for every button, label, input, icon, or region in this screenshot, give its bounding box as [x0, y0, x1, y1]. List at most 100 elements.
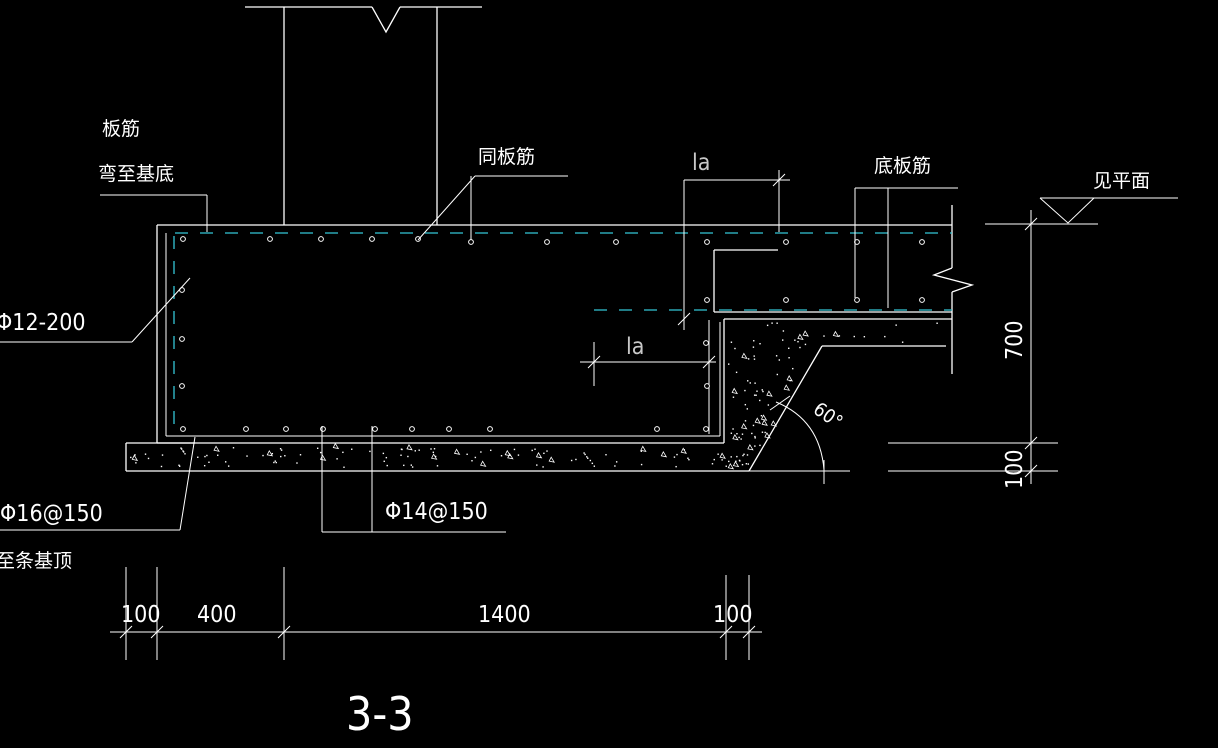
hatch-mark	[754, 417, 762, 424]
hatch-mark	[730, 456, 732, 458]
hatch-mark	[742, 454, 744, 457]
hatch-mark	[178, 464, 180, 466]
hatch-mark	[480, 460, 487, 467]
hatch-mark	[161, 454, 164, 456]
rebar-dot	[783, 239, 789, 245]
hatch-mark	[400, 454, 402, 456]
hatch-mark	[418, 449, 420, 451]
hatch-mark	[130, 456, 132, 459]
hatch-mark	[936, 322, 938, 324]
concrete-hatch	[130, 322, 938, 470]
hatch-mark	[901, 341, 904, 343]
hatch-mark	[184, 453, 186, 455]
rebar-dot	[783, 297, 789, 303]
hatch-mark	[761, 419, 768, 426]
hatch-mark	[853, 335, 855, 338]
hatch-mark	[764, 431, 766, 434]
hatch-mark	[517, 454, 520, 456]
hatch-mark	[319, 454, 327, 461]
label-same-as-slab: 同板筋	[478, 146, 535, 168]
rebar-dot	[704, 383, 710, 389]
hatch-mark	[224, 461, 227, 463]
hatch-mark	[747, 444, 754, 451]
label-la-mid: la	[626, 334, 644, 360]
hatch-mark	[640, 445, 647, 452]
rebar-dot	[446, 426, 452, 432]
hatch-mark	[735, 371, 738, 374]
hatch-mark	[134, 454, 136, 456]
hatch-mark	[206, 454, 208, 457]
hatch-mark	[213, 445, 220, 452]
hatch-mark	[782, 330, 785, 332]
hatch-mark	[736, 455, 738, 458]
hatch-mark	[797, 333, 804, 341]
hatch-mark	[725, 465, 727, 467]
rebar-dot	[703, 426, 709, 432]
hatch-mark	[589, 459, 592, 462]
hatch-mark	[640, 463, 643, 466]
hatch-mark	[474, 456, 477, 459]
hatch-mark	[542, 466, 544, 468]
hatch-mark	[735, 460, 737, 462]
hatch-mark	[614, 465, 616, 467]
hatch-mark	[863, 335, 866, 338]
hatch-mark	[147, 457, 150, 460]
label-see-plan: 见平面	[1093, 170, 1150, 192]
hatch-mark	[407, 455, 409, 458]
hatch-mark	[754, 437, 756, 439]
hatch-mark	[747, 358, 750, 360]
hatch-mark	[386, 464, 388, 467]
hatch-mark	[296, 462, 298, 464]
hatch-mark	[676, 453, 678, 456]
hatch-mark	[734, 347, 736, 350]
hatch-mark	[197, 456, 199, 458]
hatch-mark	[548, 456, 555, 463]
hatch-mark	[746, 454, 749, 456]
hatch-mark	[587, 457, 589, 459]
hatch-mark	[675, 465, 677, 468]
hatch-mark	[736, 433, 738, 435]
hatch-mark	[316, 447, 319, 449]
hatch-mark	[273, 461, 275, 464]
hatch-mark	[740, 438, 742, 440]
hatch-mark	[789, 379, 791, 382]
rebar-dot	[919, 239, 925, 245]
rebar-dot	[704, 239, 710, 245]
hatch-mark	[778, 359, 781, 361]
hatch-mark	[280, 449, 283, 451]
hatch-mark	[284, 455, 286, 457]
hatch-mark	[385, 456, 388, 459]
hatch-mark	[753, 355, 755, 357]
hatch-mark	[275, 461, 277, 464]
hatch-mark	[343, 466, 345, 468]
hatch-mark	[776, 322, 778, 324]
vertical-dimension	[1024, 210, 1038, 484]
hatch-mark	[759, 444, 761, 447]
hatch-mark	[799, 346, 801, 349]
la-dimension-top	[677, 170, 790, 330]
hatch-mark	[747, 380, 749, 382]
hatch-mark	[400, 448, 403, 450]
hatch-mark	[683, 449, 686, 451]
hatch-mark	[640, 450, 642, 452]
rebar-dot	[318, 236, 324, 242]
hatch-mark	[802, 330, 809, 337]
hatch-mark	[279, 448, 282, 450]
hatch-mark	[319, 451, 322, 454]
hatch-mark	[745, 463, 748, 465]
hatch-mark	[180, 448, 183, 450]
hatch-mark	[480, 451, 482, 453]
hatch-mark	[770, 420, 778, 427]
hatch-mark	[410, 464, 412, 466]
rebar-dot	[243, 426, 249, 432]
hatch-mark	[732, 428, 734, 430]
hatch-mark	[832, 330, 840, 338]
hatch-mark	[575, 458, 577, 461]
hatch-mark	[280, 455, 282, 458]
foundation-outline	[125, 205, 1058, 472]
hatch-mark	[351, 448, 353, 450]
hatch-mark	[131, 454, 139, 461]
hatch-mark	[730, 432, 733, 434]
hatch-mark	[728, 363, 730, 365]
